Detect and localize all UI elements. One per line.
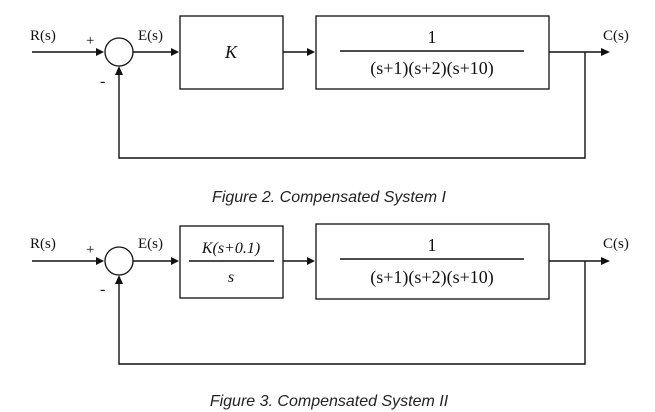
error-arrowhead (171, 257, 179, 265)
input-label: R(s) (30, 236, 56, 252)
plant-numerator: 1 (428, 27, 437, 47)
controller-numerator: K(s+0.1) (201, 240, 260, 257)
output-arrowhead (601, 48, 610, 56)
feedback-path (118, 261, 586, 365)
plant-numerator: 1 (428, 235, 437, 255)
feedback-arrowhead (115, 275, 123, 284)
controller-block (179, 225, 284, 299)
diagram-2: R(s) + - E(s) K(s+0.1) s 1 (s+1)(s+2)(s+… (30, 223, 629, 410)
input-arrowhead (96, 257, 104, 265)
summing-junction (104, 246, 134, 276)
figure-caption: Figure 3. Compensated System II (210, 393, 449, 410)
controller-output-arrowhead (307, 48, 315, 56)
plus-sign: + (86, 242, 94, 258)
output-arrowhead (601, 257, 610, 265)
plant-block (315, 223, 550, 300)
output-label: C(s) (603, 236, 629, 252)
diagram-1: R(s) + - E(s) K 1 (s+1)(s+2)(s+10) C(s) … (30, 15, 629, 206)
plant-block (315, 15, 550, 90)
controller-output-arrowhead (307, 257, 315, 265)
input-label: R(s) (30, 28, 56, 44)
error-arrowhead (171, 48, 179, 56)
controller-denominator: s (228, 269, 234, 286)
controller-block (179, 15, 284, 90)
feedback-arrowhead (115, 66, 123, 75)
minus-sign: - (100, 73, 105, 90)
output-label: C(s) (603, 28, 629, 44)
input-arrowhead (96, 48, 104, 56)
plus-sign: + (86, 33, 94, 49)
plant-denominator: (s+1)(s+2)(s+10) (370, 58, 493, 79)
plant-denominator: (s+1)(s+2)(s+10) (370, 267, 493, 288)
minus-sign: - (100, 281, 105, 298)
feedback-path (118, 52, 586, 159)
figure-caption: Figure 2. Compensated System I (212, 189, 446, 206)
summing-junction (104, 37, 134, 67)
error-label: E(s) (138, 28, 163, 44)
error-label: E(s) (138, 236, 163, 252)
controller-gain-label: K (224, 42, 238, 62)
